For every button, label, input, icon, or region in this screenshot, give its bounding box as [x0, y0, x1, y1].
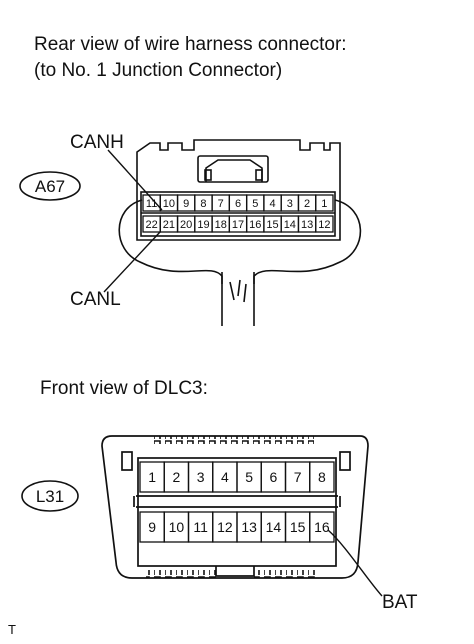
pin-number: 19 — [197, 219, 209, 231]
canh-label: CANH — [70, 132, 124, 153]
pin-number: 9 — [148, 519, 156, 535]
pin-number: 22 — [146, 219, 158, 231]
connector-a-heading: Rear view of wire harness connector: (to… — [34, 32, 347, 84]
connector-b-key-right — [339, 451, 351, 471]
pin-number: 10 — [163, 198, 175, 210]
pin-number: 4 — [221, 469, 229, 485]
canl-label: CANL — [70, 289, 121, 310]
pin-number: 5 — [252, 198, 258, 210]
canh-leader — [107, 149, 163, 211]
pin-number: 20 — [180, 219, 192, 231]
footer-mark: T — [8, 622, 16, 637]
connector-b-housing — [101, 435, 369, 579]
pin-number: 13 — [301, 219, 313, 231]
pin-number: 16 — [314, 519, 330, 535]
pin-number: 5 — [245, 469, 253, 485]
connector-b-pin-frame — [137, 457, 337, 567]
pin-number: 8 — [200, 198, 206, 210]
connector-b-notch — [215, 566, 255, 577]
connector-b-heading: Front view of DLC3: — [40, 378, 208, 399]
pin-number: 15 — [290, 519, 306, 535]
pin-number: 4 — [269, 198, 275, 210]
dlc3-connector-l31 — [101, 435, 369, 579]
connector-a-housing — [136, 139, 341, 241]
connector-a-code: A67 — [35, 177, 65, 196]
pin-cell — [315, 215, 334, 233]
pin-number: 11 — [193, 519, 208, 535]
pin-number: 14 — [266, 519, 282, 535]
pin-number: 9 — [183, 198, 189, 210]
canl-leader — [103, 231, 161, 293]
pin-number: 10 — [169, 519, 185, 535]
pin-number: 13 — [241, 519, 257, 535]
pin-number: 12 — [217, 519, 233, 535]
pin-number: 7 — [294, 469, 302, 485]
pin-number: 2 — [172, 469, 180, 485]
connector-a-wire-loop — [118, 199, 362, 284]
pin-number: 8 — [318, 469, 326, 485]
connector-a-heading-line1: Rear view of wire harness connector: — [34, 34, 347, 55]
connector-a-code-badge: A67 — [19, 171, 81, 201]
pin-number: 2 — [304, 198, 310, 210]
pin-number: 6 — [269, 469, 277, 485]
pin-cell — [315, 194, 334, 212]
pin-number: 11 — [146, 198, 157, 210]
connector-a-heading-line2: (to No. 1 Junction Connector) — [34, 60, 283, 81]
junction-connector-a67 — [118, 139, 362, 326]
pin-number: 1 — [148, 469, 156, 485]
connector-a-latch — [197, 155, 269, 183]
pin-number: 3 — [197, 469, 205, 485]
pin-number: 15 — [266, 219, 278, 231]
pin-number: 17 — [232, 219, 244, 231]
pin-cell — [309, 461, 335, 493]
connector-b-code-badge: L31 — [21, 480, 79, 512]
pin-number: 18 — [215, 219, 227, 231]
pin-number: 7 — [218, 198, 224, 210]
bat-leader — [327, 529, 383, 597]
pin-number: 14 — [284, 219, 296, 231]
pin-number: 1 — [321, 198, 327, 210]
connector-b-key-left — [121, 451, 133, 471]
pin-number: 16 — [249, 219, 261, 231]
pin-number: 6 — [235, 198, 241, 210]
pin-cell — [309, 511, 335, 543]
pin-number: 21 — [163, 219, 175, 231]
pin-number: 12 — [318, 219, 330, 231]
bat-label: BAT — [382, 592, 418, 613]
connector-b-code: L31 — [36, 487, 64, 506]
connector-a-pin-frame — [140, 191, 336, 237]
connector-a-harness — [221, 272, 255, 326]
pin-number: 3 — [287, 198, 293, 210]
